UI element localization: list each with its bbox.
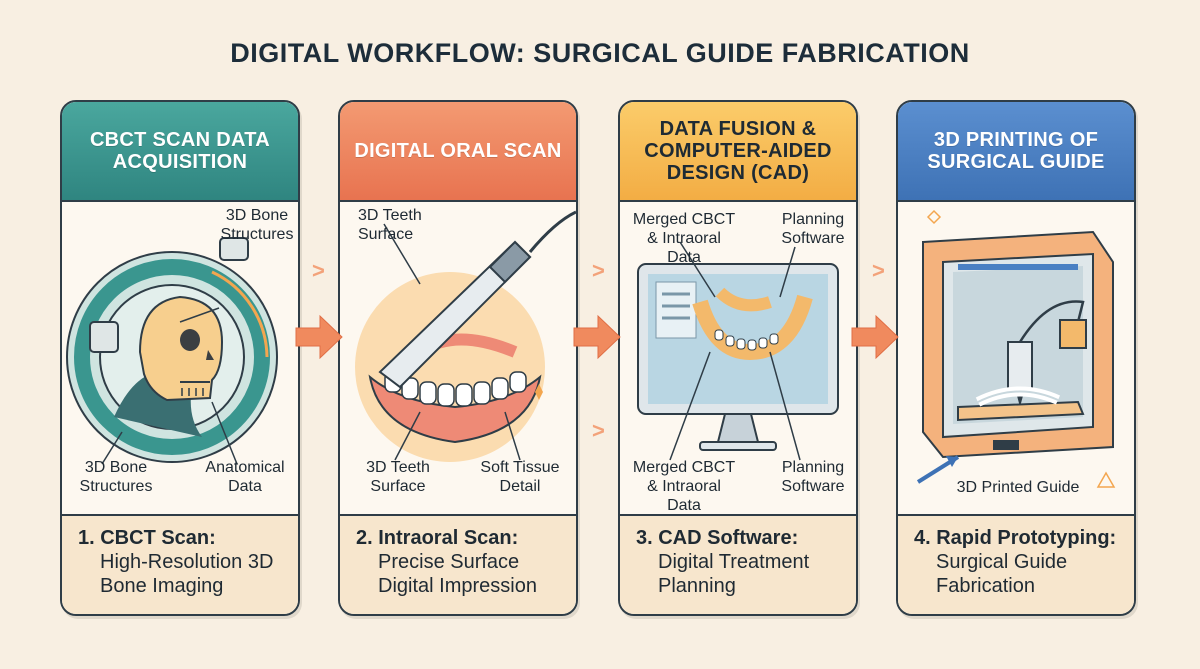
label-planning-software-top: Planning Software: [781, 211, 845, 247]
chevron-right-icon: >: [592, 258, 605, 283]
step-card-cbct: CBCT SCAN DATA ACQUISITION 3D Bone Struc…: [60, 100, 300, 616]
label-anatomical-data: Anatomical Data: [205, 459, 285, 495]
card-illustration: 3D Bone Structures 3D Bone Structures An…: [62, 202, 298, 512]
label-printed-guide: 3D Printed Guide: [956, 479, 1080, 496]
step-description: Digital Treatment Planning: [658, 551, 810, 597]
card-header: CBCT SCAN DATA ACQUISITION: [62, 102, 298, 202]
label-soft-tissue: Soft Tissue Detail: [480, 459, 560, 495]
label-teeth-surface-top: 3D Teeth Surface: [358, 207, 422, 243]
step-title: 2. Intraoral Scan:: [356, 527, 519, 549]
chevron-right-icon: >: [872, 258, 885, 283]
step-description: Surgical Guide Fabrication: [936, 551, 1068, 597]
cbct-scanner-icon: [66, 237, 278, 465]
3d-printer-icon: [916, 209, 1116, 488]
chevron-right-icon: >: [592, 418, 605, 443]
step-card-3d-printing: 3D PRINTING OF SURGICAL GUIDE 3D Printed…: [896, 100, 1136, 616]
card-header: DIGITAL ORAL SCAN: [340, 102, 576, 202]
card-footer: 3. CAD Software: Digital Treatment Plann…: [620, 514, 856, 614]
step-caption: 1. CBCT Scan: High-Resolution 3D Bone Im…: [78, 526, 298, 598]
step-title: 4. Rapid Prototyping:: [914, 527, 1117, 549]
label-bone-structures-bottom: 3D Bone Structures: [79, 459, 153, 495]
step-description: High-Resolution 3D Bone Imaging: [100, 551, 274, 597]
card-footer: 1. CBCT Scan: High-Resolution 3D Bone Im…: [62, 514, 298, 614]
card-header-label: DIGITAL ORAL SCAN: [354, 140, 562, 162]
cad-monitor-icon: [637, 241, 839, 461]
flow-arrow-icon: [573, 314, 621, 360]
card-header-label: 3D PRINTING OF SURGICAL GUIDE: [927, 129, 1105, 173]
card-illustration: 3D Printed Guide: [898, 202, 1134, 512]
chevron-right-icon: >: [312, 258, 325, 283]
intraoral-scanner-icon: [355, 210, 576, 462]
card-footer: 2. Intraoral Scan: Precise Surface Digit…: [340, 514, 576, 614]
step-caption: 2. Intraoral Scan: Precise Surface Digit…: [356, 526, 576, 598]
flow-arrow-icon: [851, 314, 899, 360]
card-header-label: DATA FUSION & COMPUTER-AIDED DESIGN (CAD…: [644, 118, 832, 184]
step-title: 1. CBCT Scan:: [78, 527, 216, 549]
label-bone-structures-top: 3D Bone Structures: [220, 207, 294, 243]
step-caption: 3. CAD Software: Digital Treatment Plann…: [636, 526, 856, 598]
step-caption: 4. Rapid Prototyping: Surgical Guide Fab…: [914, 526, 1134, 598]
step-card-cad: DATA FUSION & COMPUTER-AIDED DESIGN (CAD…: [618, 100, 858, 616]
card-illustration: Merged CBCT & Intraoral Data Planning So…: [620, 202, 856, 514]
label-teeth-surface-bottom: 3D Teeth Surface: [366, 459, 430, 495]
diagram-title: DIGITAL WORKFLOW: SURGICAL GUIDE FABRICA…: [230, 38, 970, 68]
card-header: 3D PRINTING OF SURGICAL GUIDE: [898, 102, 1134, 202]
card-header-label: CBCT SCAN DATA ACQUISITION: [89, 129, 271, 173]
step-description: Precise Surface Digital Impression: [378, 551, 537, 597]
step-title: 3. CAD Software:: [636, 527, 799, 549]
flow-arrow-icon: [295, 314, 343, 360]
card-header: DATA FUSION & COMPUTER-AIDED DESIGN (CAD…: [620, 102, 856, 202]
card-footer: 4. Rapid Prototyping: Surgical Guide Fab…: [898, 514, 1134, 614]
label-merged-data-bottom: Merged CBCT & Intraoral Data: [632, 459, 736, 514]
step-card-oral-scan: DIGITAL ORAL SCAN 3D Tee: [338, 100, 578, 616]
label-planning-software-bottom: Planning Software: [781, 459, 845, 495]
label-merged-data-top: Merged CBCT & Intraoral Data: [632, 211, 736, 266]
card-illustration: 3D Teeth Surface 3D Teeth Surface Soft T…: [340, 202, 576, 512]
